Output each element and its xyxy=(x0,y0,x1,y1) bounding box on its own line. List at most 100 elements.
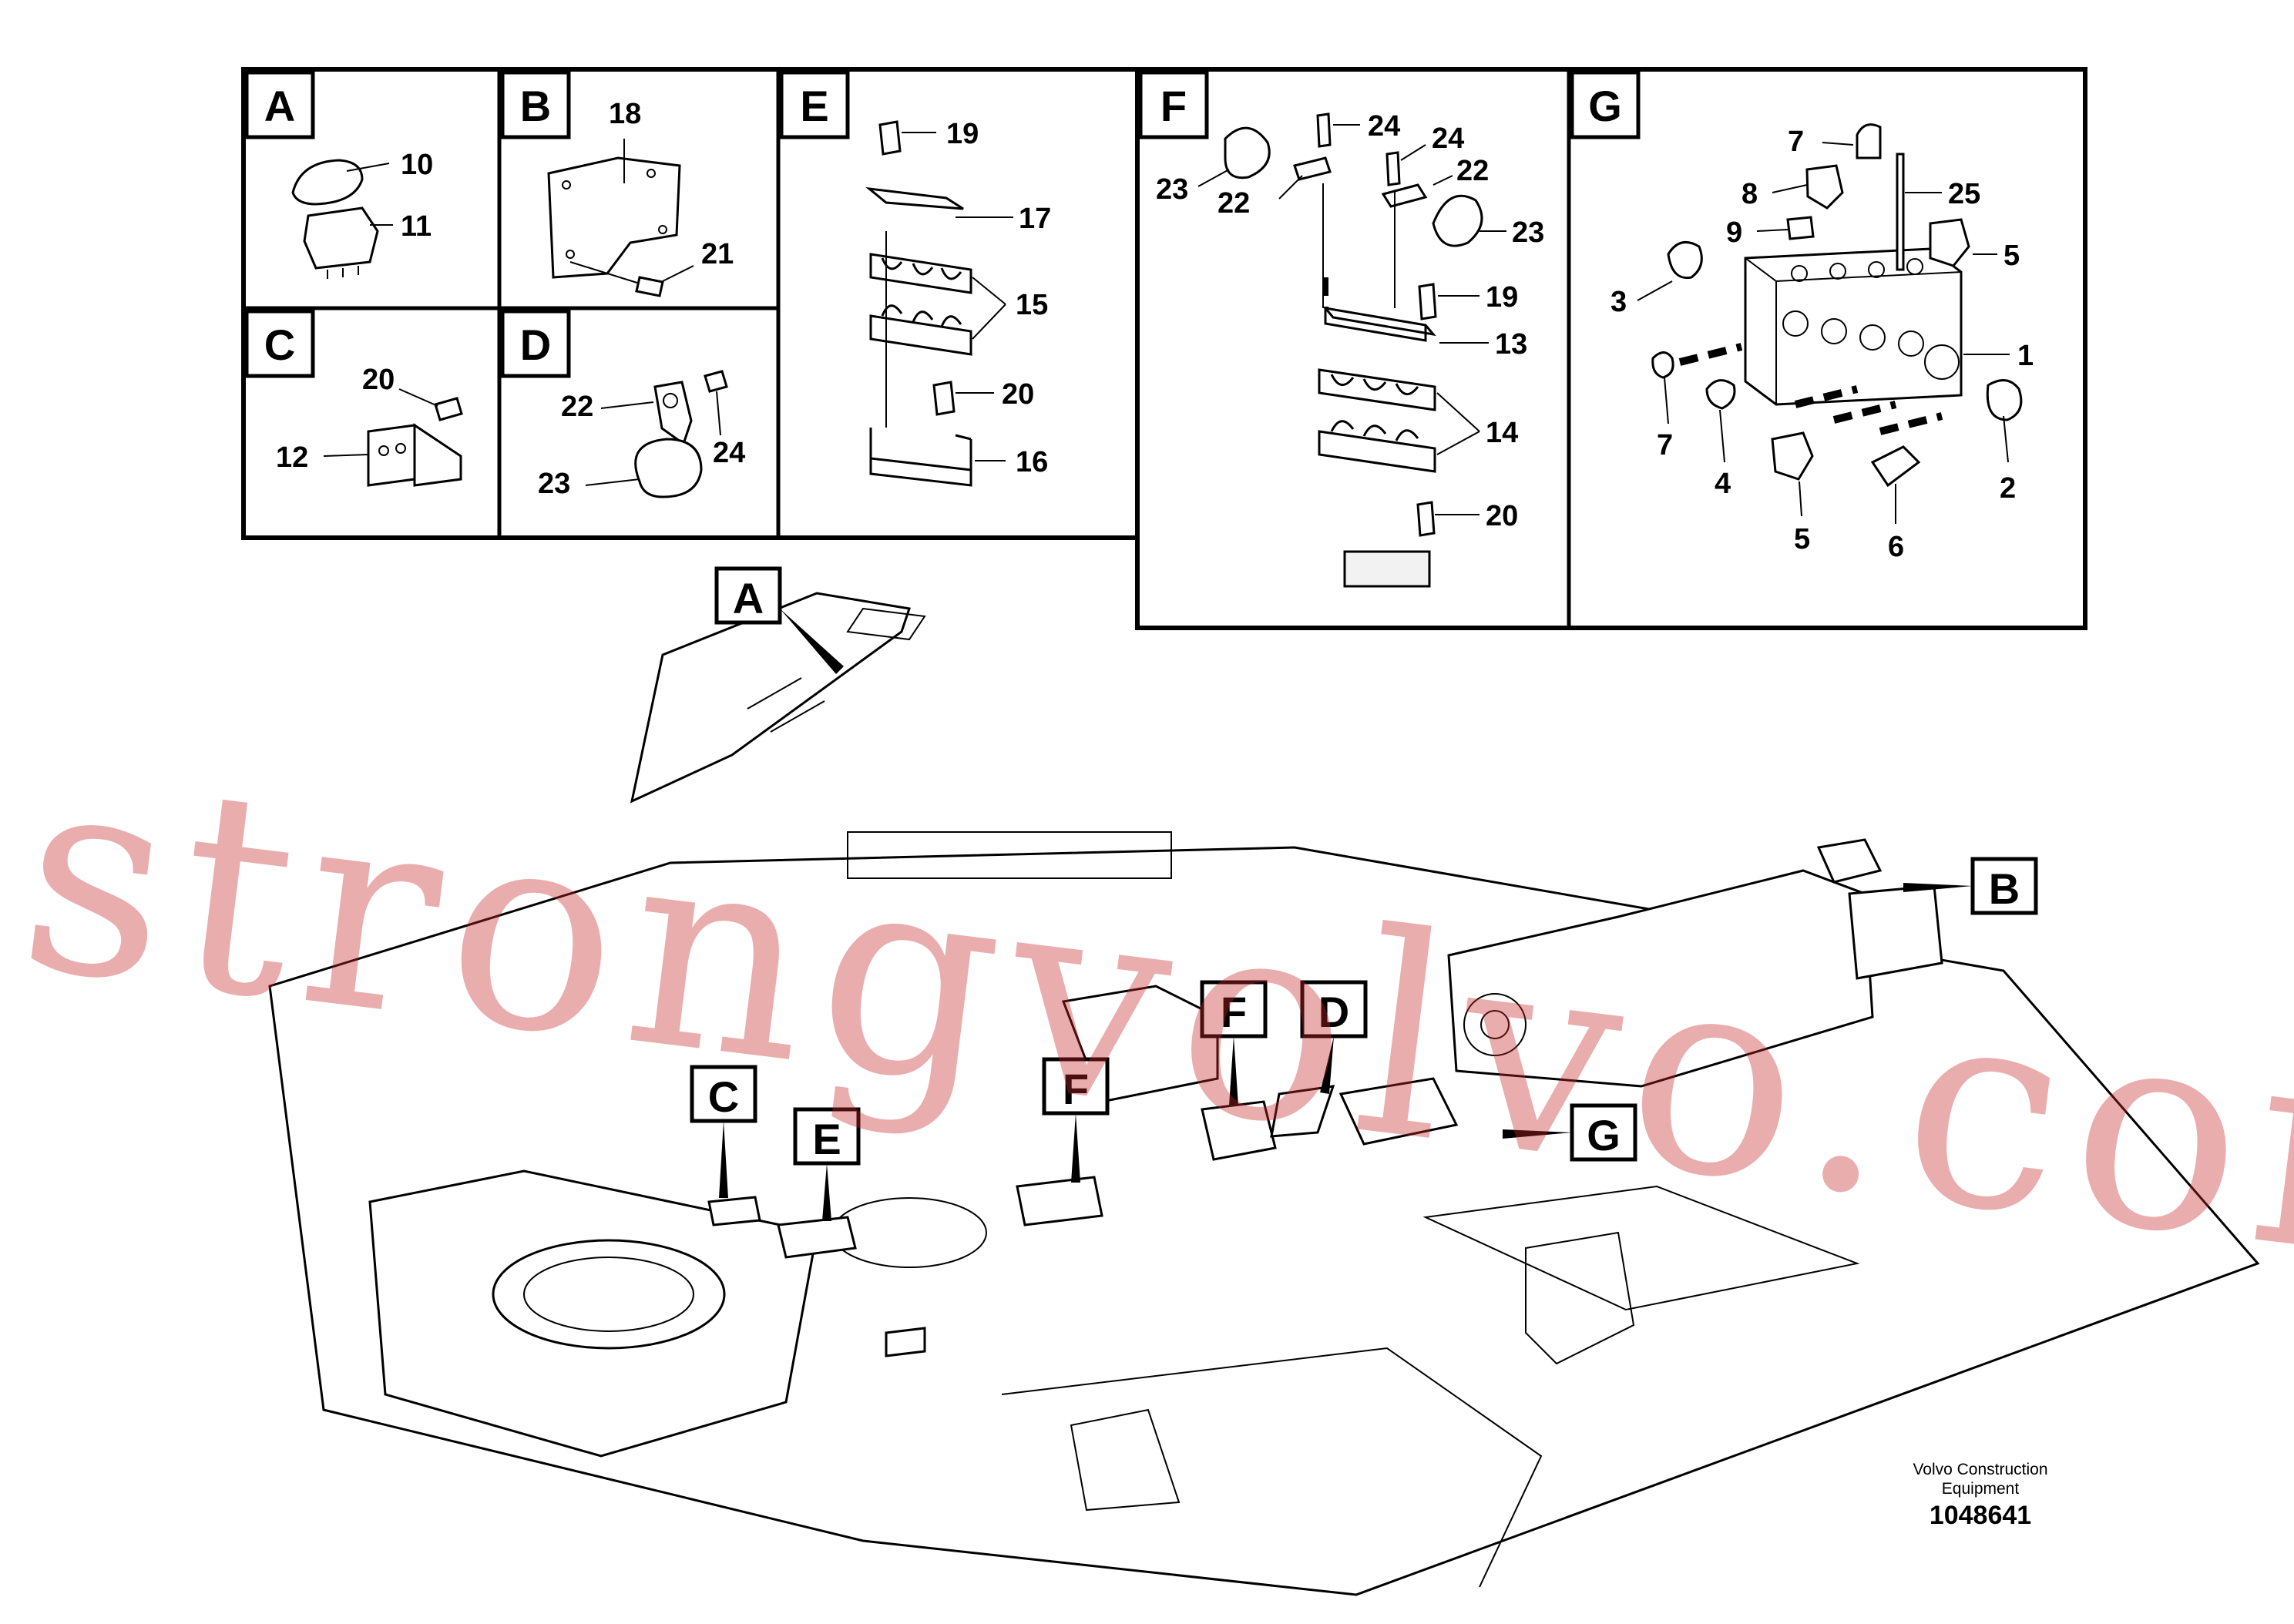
callout-letter: E xyxy=(812,1115,841,1163)
callout-letter: F xyxy=(1221,988,1247,1036)
part-number: 11 xyxy=(401,210,432,243)
main-frame-assembly xyxy=(268,592,2260,1596)
callout-a: A xyxy=(714,566,844,674)
valve-block-small xyxy=(1338,1077,1459,1146)
fitting xyxy=(1870,445,1921,488)
panel-letter-g: G xyxy=(1588,82,1622,130)
pressure-sensor xyxy=(1771,431,1814,481)
fitting xyxy=(1667,240,1703,280)
clamp-base xyxy=(869,428,972,487)
callout-g: G xyxy=(1503,1103,1637,1162)
callout-f-left: F xyxy=(1042,1057,1110,1183)
clamp-assembly-d xyxy=(1270,1085,1335,1138)
callout-letter: C xyxy=(708,1072,739,1121)
panel-letter-f: F xyxy=(1160,82,1187,130)
part-number: 8 xyxy=(1741,178,1758,210)
bolt xyxy=(704,370,728,393)
p-clamp xyxy=(1381,183,1428,208)
callout-letter: G xyxy=(1587,1111,1621,1159)
part-number: 1 xyxy=(2017,340,2034,372)
callout-f-right: F xyxy=(1200,980,1268,1106)
panel-letter-a: A xyxy=(264,82,295,130)
part-number: 13 xyxy=(1495,328,1527,361)
bolt xyxy=(878,120,902,156)
callouts: A B C E F F D xyxy=(690,566,2038,1221)
clamp-half-lower xyxy=(1318,420,1436,473)
callout-c: C xyxy=(690,1065,757,1198)
panel-b: B 18 21 xyxy=(500,70,734,297)
plug xyxy=(1856,123,1882,159)
panel-e: E 19 17 15 20 16 xyxy=(779,70,1051,487)
plug xyxy=(1786,216,1815,240)
bolt xyxy=(1416,501,1436,537)
clip-bracket xyxy=(367,424,416,487)
part-number: 22 xyxy=(1218,187,1250,220)
part-number: 20 xyxy=(362,364,395,396)
part-number: 23 xyxy=(1156,173,1188,206)
part-number: 19 xyxy=(946,118,979,150)
callout-letter: D xyxy=(1318,988,1349,1036)
part-number: 24 xyxy=(1432,122,1464,155)
part-number: 22 xyxy=(1456,155,1489,187)
part-number: 18 xyxy=(609,98,641,130)
part-number: 25 xyxy=(1948,178,1980,210)
part-number: 19 xyxy=(1486,281,1518,314)
fitting xyxy=(1986,379,2023,421)
panel-d: D 22 24 23 xyxy=(500,309,745,500)
part-number: 21 xyxy=(701,238,734,270)
panel-g: G 7 8 25 9 5 3 1 7 4 2 5 xyxy=(1570,70,2034,563)
part-number: 17 xyxy=(1019,203,1051,235)
part-number: 15 xyxy=(1016,289,1048,321)
part-number: 5 xyxy=(2003,240,2020,272)
publisher-credit: Volvo Construction Equipment xyxy=(1903,1460,2057,1498)
part-number: 10 xyxy=(401,149,433,181)
credit-line-1: Volvo Construction xyxy=(1913,1461,2048,1478)
bolt xyxy=(1385,151,1401,186)
part-number: 7 xyxy=(1788,126,1804,158)
pressure-sensor xyxy=(1929,218,1970,267)
panel-letter-b: B xyxy=(520,82,551,130)
valve-block xyxy=(1744,247,1963,406)
callout-e: E xyxy=(793,1107,861,1221)
clamp-cushion xyxy=(1432,194,1483,247)
pump-bracket xyxy=(1848,884,1943,980)
callout-b: B xyxy=(1903,857,2038,915)
clamp-half-upper xyxy=(869,253,972,294)
p-clamp xyxy=(653,381,693,446)
part-number: 24 xyxy=(713,437,745,469)
switch-cap xyxy=(291,159,364,206)
mounting-block xyxy=(1343,550,1431,588)
bolt xyxy=(932,381,956,416)
panel-f: F 24 24 23 22 22 23 19 13 14 20 xyxy=(1138,70,1544,588)
part-number: 12 xyxy=(276,441,308,474)
callout-d: D xyxy=(1300,980,1368,1094)
part-number: 24 xyxy=(1368,110,1400,143)
panel-a: A 10 11 xyxy=(244,70,433,279)
part-number: 4 xyxy=(1715,468,1731,500)
clamp-half-upper xyxy=(1318,368,1436,411)
panel-letter-e: E xyxy=(800,82,828,130)
part-number: 9 xyxy=(1726,216,1742,249)
p-clamp xyxy=(1293,156,1332,181)
part-number: 7 xyxy=(1657,429,1673,461)
clamp-assembly-f xyxy=(1201,1100,1277,1161)
fitting xyxy=(1705,379,1736,410)
part-number: 5 xyxy=(1794,523,1810,555)
bolt xyxy=(635,276,664,297)
bolt xyxy=(434,397,463,421)
callout-letter: A xyxy=(733,574,764,622)
part-number: 23 xyxy=(538,468,570,500)
part-number: 6 xyxy=(1888,531,1904,563)
callout-letter: F xyxy=(1063,1065,1089,1113)
clamp-cushion xyxy=(1224,126,1271,180)
part-number: 14 xyxy=(1486,417,1518,449)
credit-line-2: Equipment xyxy=(1941,1480,2020,1498)
document-number: 1048641 xyxy=(1929,1501,2032,1530)
switch-body xyxy=(303,206,379,270)
clamp-assembly-c xyxy=(707,1196,761,1226)
part-number: 22 xyxy=(561,391,593,423)
part-number: 23 xyxy=(1512,216,1544,249)
clamp-cushion xyxy=(634,438,703,498)
callout-letter: B xyxy=(1989,864,2020,913)
